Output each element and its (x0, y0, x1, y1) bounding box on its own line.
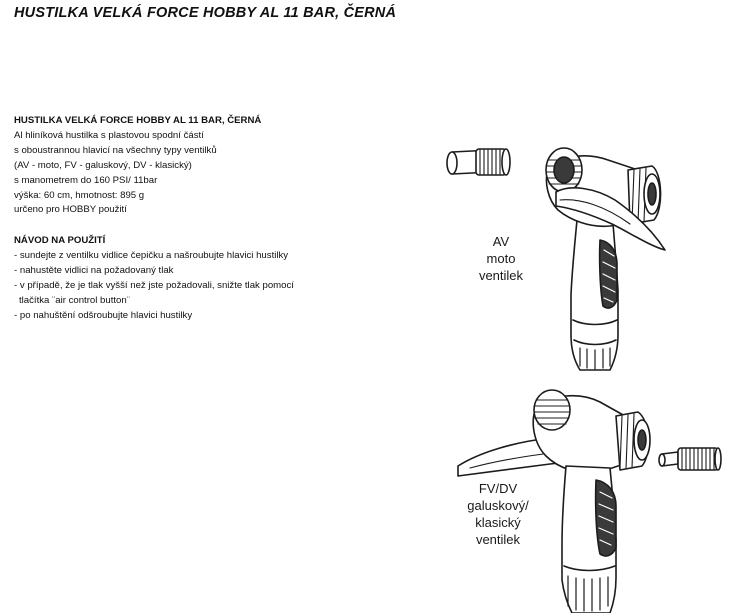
description-line: výška: 60 cm, hmotnost: 895 g (14, 189, 145, 201)
product-description: HUSTILKA VELKÁ FORCE HOBBY AL 11 BAR, ČE… (14, 114, 394, 324)
fv-label-line: klasický (475, 515, 521, 530)
pump-head-av-illustration (446, 147, 666, 371)
description-heading: HUSTILKA VELKÁ FORCE HOBBY AL 11 BAR, ČE… (14, 115, 262, 126)
pump-body (570, 209, 619, 371)
pump-head-fv-illustration (457, 389, 722, 613)
description-line: určeno pro HOBBY použití (14, 204, 127, 216)
av-label-line: moto (486, 251, 516, 266)
fv-label-line: FV/DV (478, 481, 518, 496)
instruction-step: - sundejte z ventilku vidlice čepičku a … (14, 250, 289, 262)
fv-dv-valve-label: FV/DV galuskový/ klasický ventilek (458, 480, 538, 548)
instructions-heading: NÁVOD NA POUŽITÍ (14, 235, 106, 247)
av-valve-label: AV moto ventilek (470, 233, 532, 284)
instruction-step: tlačítka ¨air control button¨ (19, 294, 130, 306)
description-line: s manometrem do 160 PSI/ 11bar (14, 174, 158, 186)
pump-lever (555, 187, 666, 251)
page-title: HUSTILKA VELKÁ FORCE HOBBY AL 11 BAR, ČE… (14, 5, 397, 21)
av-label-line: ventilek (478, 268, 524, 283)
pump-head (532, 389, 651, 474)
instruction-step: - v případě, že je tlak vyšší než jste p… (14, 280, 294, 292)
instruction-step: - nahustěte vidlici na požadovaný tlak (14, 265, 174, 277)
pump-body (561, 465, 617, 613)
fv-label-line: ventilek (475, 532, 521, 547)
av-label-line: AV (492, 234, 510, 249)
description-line: Al hliníková hustilka s plastovou spodní… (14, 129, 204, 141)
description-line: s oboustrannou hlavicí na všechny typy v… (14, 144, 217, 156)
fv-label-line: galuskový/ (467, 498, 529, 513)
instruction-step: - po nahuštění odšroubujte hlavici husti… (14, 309, 193, 321)
description-line: (AV - moto, FV - galuskový, DV - klasick… (14, 159, 192, 171)
fv-valve-adapter (658, 447, 722, 471)
av-valve-adapter (446, 148, 511, 176)
